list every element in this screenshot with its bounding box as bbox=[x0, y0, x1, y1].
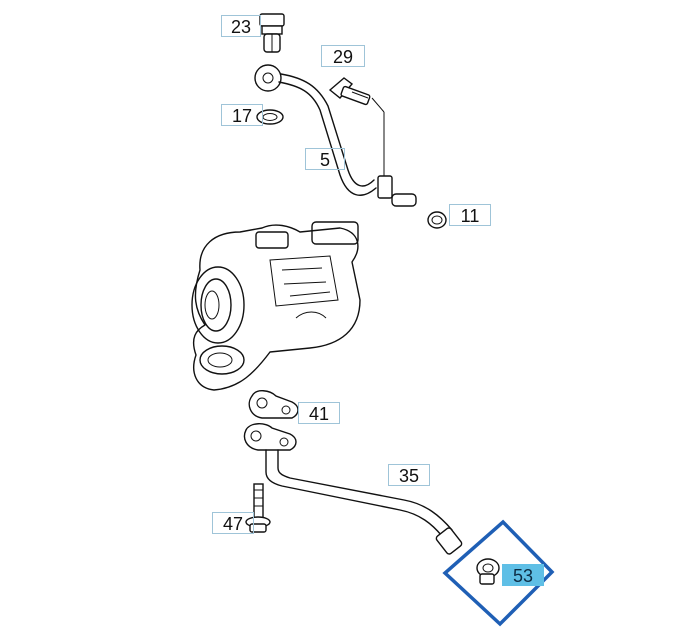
selection-highlight-frame bbox=[442, 519, 555, 627]
part-53-grommet[interactable] bbox=[476, 558, 500, 585]
part-47-bolt[interactable] bbox=[245, 483, 271, 533]
callout-5[interactable]: 5 bbox=[305, 148, 345, 170]
part-41-gasket[interactable] bbox=[248, 390, 299, 419]
part-11-o-ring[interactable] bbox=[427, 211, 447, 229]
callout-53-selected[interactable]: 53 bbox=[502, 564, 544, 586]
turbocharger-illustration bbox=[191, 221, 361, 391]
callout-41[interactable]: 41 bbox=[298, 402, 340, 424]
part-17-seal-ring[interactable] bbox=[256, 109, 284, 125]
part-35-oil-return-line[interactable] bbox=[243, 423, 463, 555]
part-29-stud-bolt[interactable] bbox=[328, 77, 371, 106]
callout-29[interactable]: 29 bbox=[321, 45, 365, 67]
callout-11[interactable]: 11 bbox=[449, 204, 491, 226]
callout-17[interactable]: 17 bbox=[221, 104, 263, 126]
part-5-oil-feed-line[interactable] bbox=[254, 64, 417, 207]
part-23-banjo-bolt[interactable] bbox=[259, 13, 285, 53]
callout-35[interactable]: 35 bbox=[388, 464, 430, 486]
callout-23[interactable]: 23 bbox=[221, 15, 261, 37]
callout-47[interactable]: 47 bbox=[212, 512, 254, 534]
